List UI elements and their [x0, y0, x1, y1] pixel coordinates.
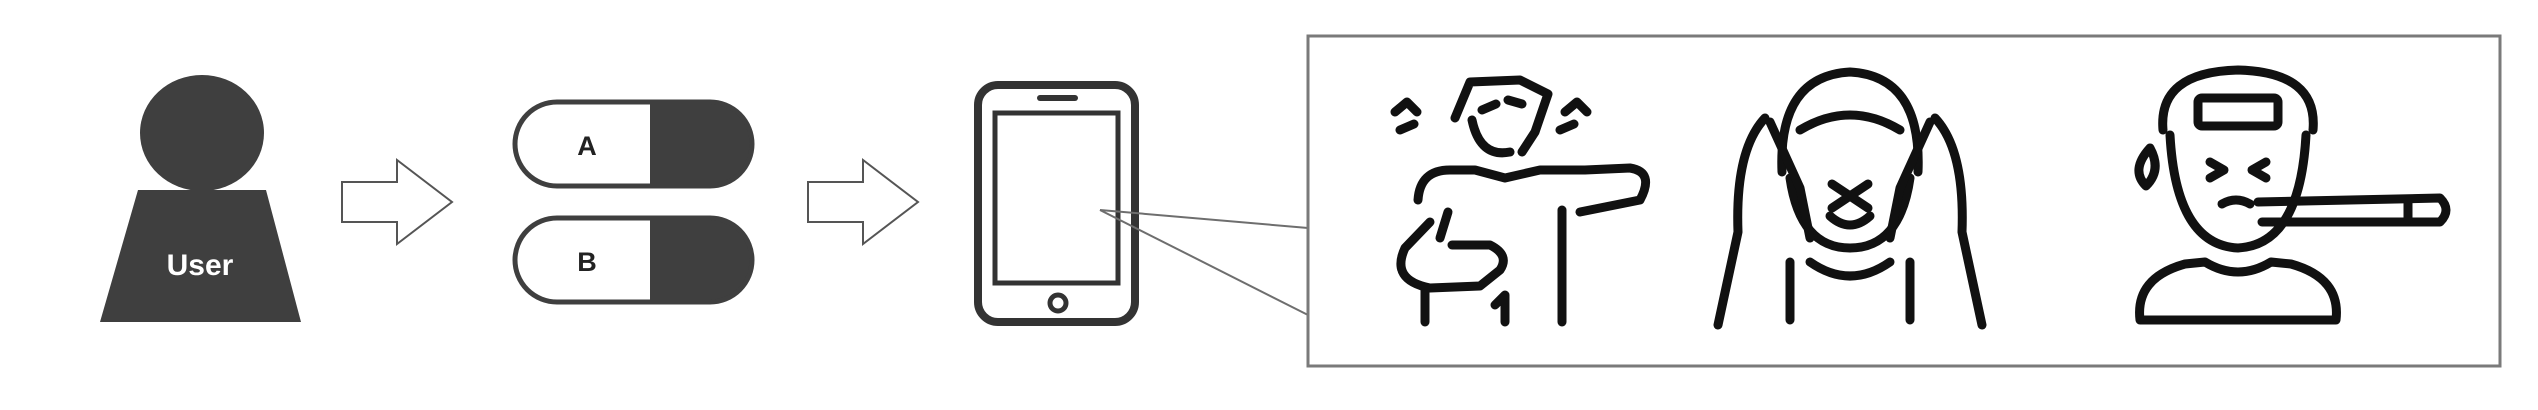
right-arrow-icon	[807, 157, 920, 247]
capsule-a-label: A	[577, 131, 597, 161]
capsule-b: B	[512, 215, 755, 305]
callout-line	[1099, 209, 1309, 229]
user-icon: User	[100, 75, 301, 322]
coughing-person-icon	[1390, 75, 1651, 327]
capsule-b-label: B	[577, 247, 597, 277]
user-label: User	[167, 249, 234, 282]
right-arrow-icon	[341, 157, 454, 247]
headache-person-icon	[1713, 67, 1987, 330]
capsule-a: A	[512, 99, 755, 189]
callout-line	[1099, 209, 1309, 316]
fever-thermometer-icon	[2134, 65, 2451, 325]
smartphone-icon	[974, 81, 1139, 326]
